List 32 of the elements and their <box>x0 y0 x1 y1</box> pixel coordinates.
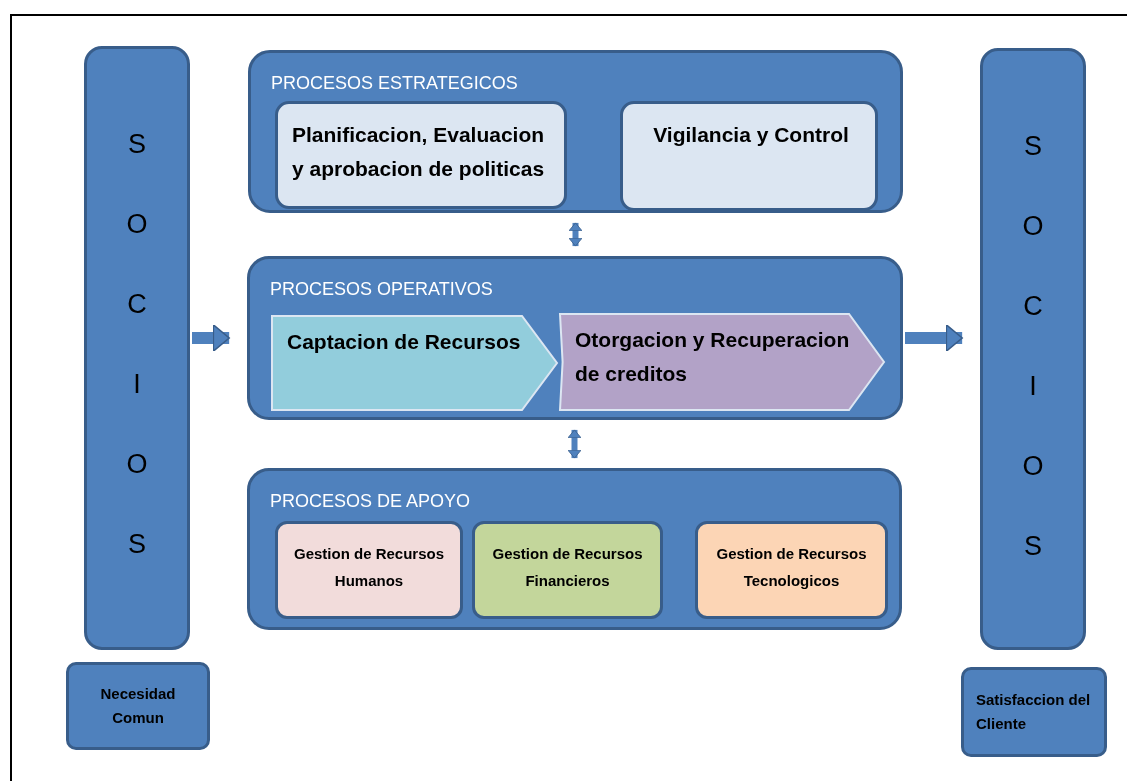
process-group-panel <box>247 468 902 630</box>
process-label: Planificacion, Evaluacion y aprobacion de politicas <box>292 122 546 182</box>
process-box <box>275 521 463 619</box>
arrow <box>905 324 963 352</box>
process-label: Gestion de Recursos Tecnologicos <box>715 544 868 591</box>
group-title: PROCESOS ESTRATEGICOS <box>271 73 518 94</box>
process-label: Gestion de Recursos Financieros <box>491 544 644 591</box>
chevron-shape <box>271 315 558 411</box>
process-box <box>695 521 888 619</box>
process-label: Captacion de Recursos <box>287 329 522 355</box>
bar-label: S O C I O S <box>125 128 149 561</box>
chevron-shape <box>559 313 885 411</box>
arrow <box>567 429 582 459</box>
label-box <box>66 662 210 750</box>
process-group-panel <box>248 50 903 213</box>
process-group-panel <box>247 256 903 420</box>
process-label: Otorgacion y Recuperacion de creditos <box>575 327 851 387</box>
box-label: Necesidad Comun <box>99 684 177 728</box>
vertical-bar <box>980 48 1086 650</box>
process-label: Gestion de Recursos Humanos <box>292 544 445 591</box>
group-title: PROCESOS OPERATIVOS <box>270 279 493 300</box>
process-box <box>620 101 878 211</box>
process-box <box>275 101 567 209</box>
box-label: Satisfaccion del Cliente <box>975 690 1092 734</box>
bar-label: S O C I O S <box>1021 130 1045 563</box>
arrow <box>192 324 230 352</box>
vertical-bar <box>84 46 190 650</box>
arrow <box>568 222 583 247</box>
process-label: Vigilancia y Control <box>652 122 850 148</box>
group-title: PROCESOS DE APOYO <box>270 491 471 512</box>
process-box <box>472 521 663 619</box>
label-box <box>961 667 1107 757</box>
